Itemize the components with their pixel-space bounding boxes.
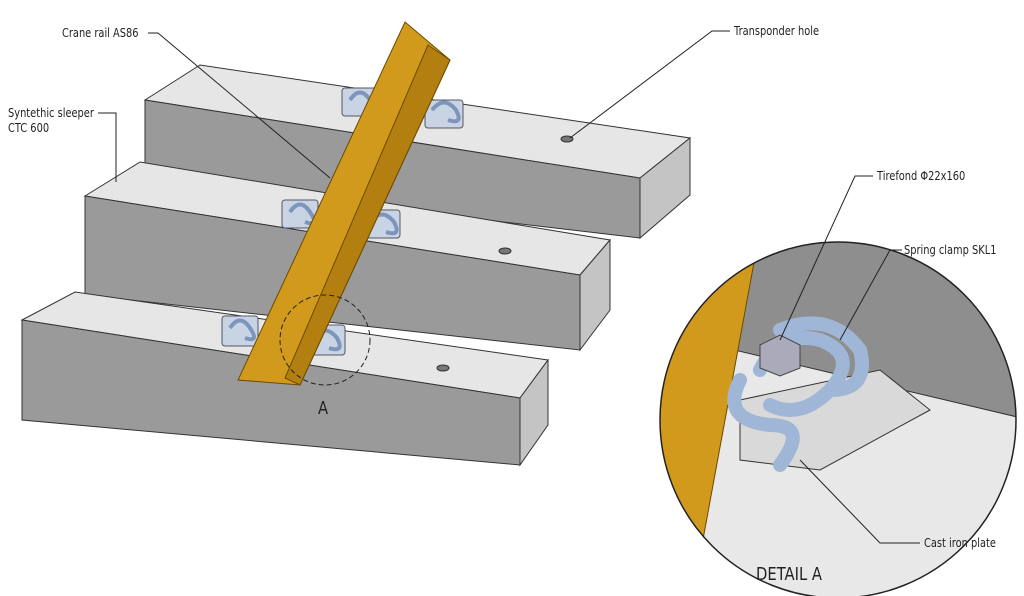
label-sleeper: Syntethic sleeper <box>8 106 94 120</box>
detail-marker-a: A <box>318 398 329 419</box>
detail-a-view <box>660 242 1016 596</box>
transponder-hole <box>436 364 450 372</box>
label-tirefond: Tirefond Φ22x160 <box>877 169 966 183</box>
transponder-hole <box>498 247 512 255</box>
label-spring-clamp: Spring clamp SKL1 <box>904 243 997 257</box>
crane-rail <box>237 21 451 386</box>
label-crane-rail: Crane rail AS86 <box>62 26 139 40</box>
detail-a-circle <box>659 241 1017 596</box>
label-transponder-hole: Transponder hole <box>734 24 820 38</box>
detail-a-marker-circle <box>279 294 371 386</box>
leader-lines <box>98 30 920 544</box>
label-cast-iron-plate: Cast iron plate <box>924 536 996 550</box>
label-sleeper-ctc: CTC 600 <box>8 121 50 135</box>
detail-title: DETAIL A <box>756 564 823 585</box>
